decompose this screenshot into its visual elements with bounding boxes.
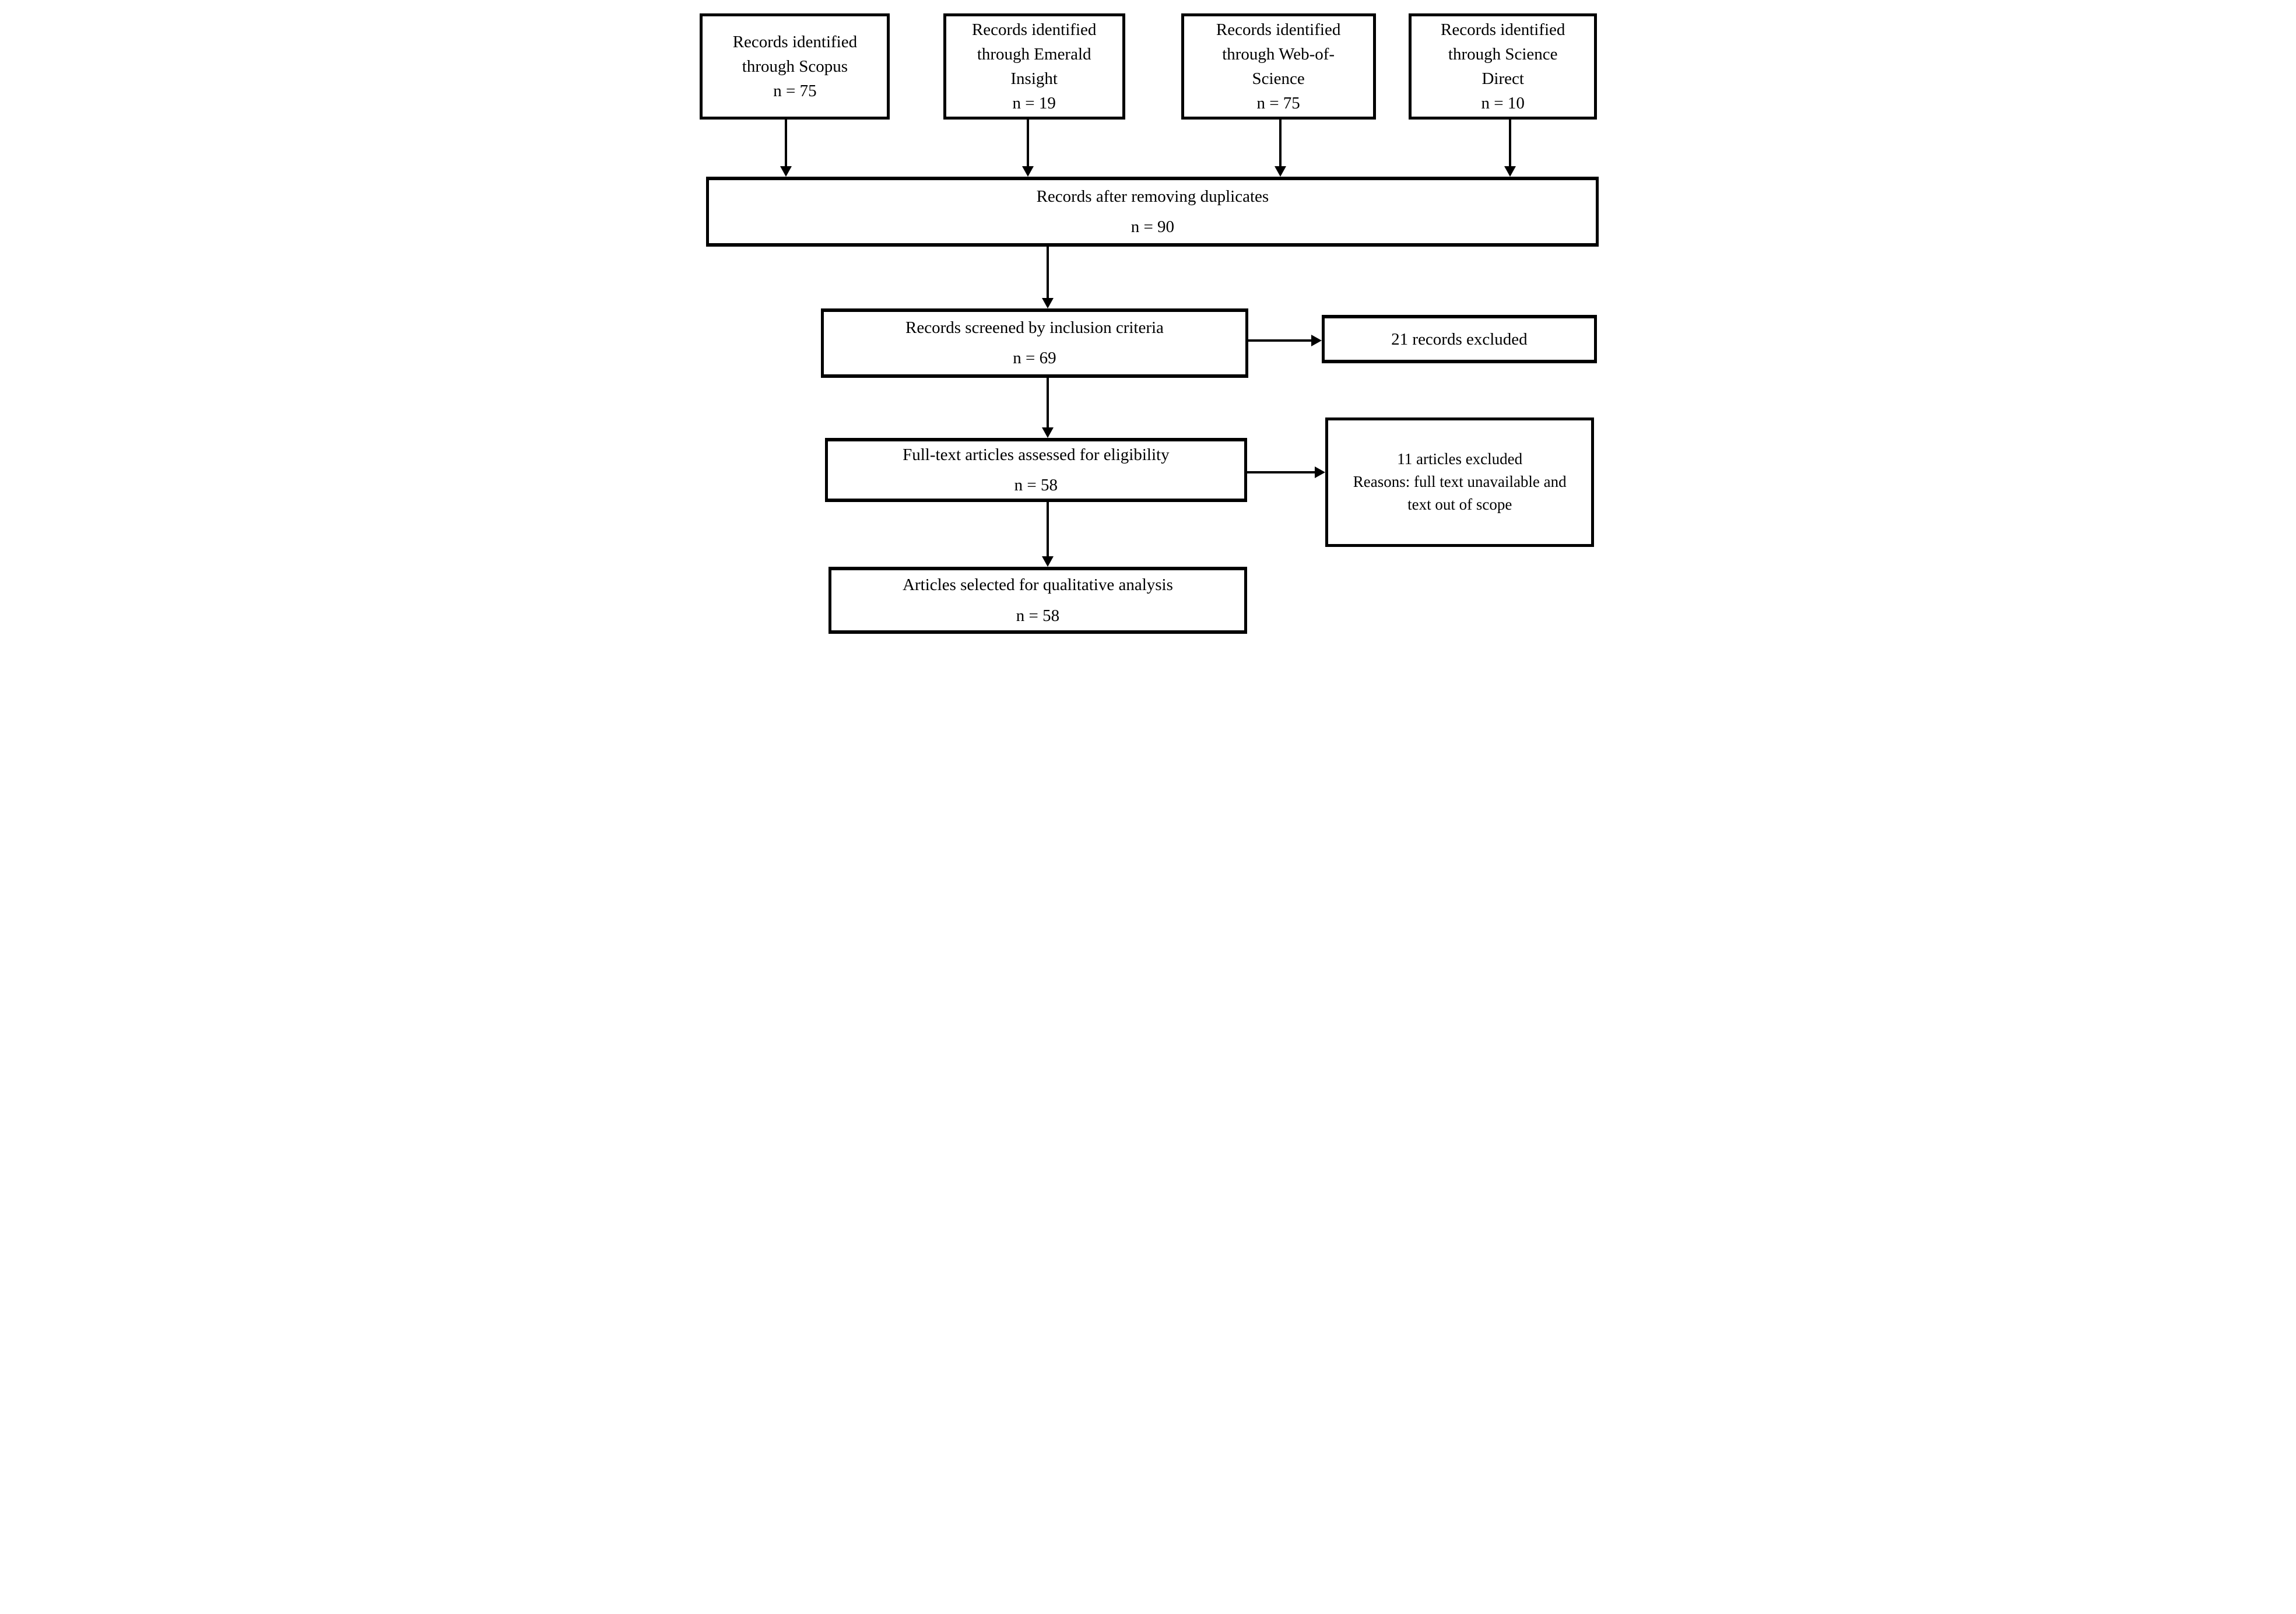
- box-count: n = 75: [1256, 94, 1300, 113]
- prisma-flow-diagram: Records identified through Scopus n = 75…: [689, 0, 1607, 645]
- box-label: Records identified through Emerald Insig…: [971, 20, 1097, 88]
- box-records-science-direct: Records identified through Science Direc…: [1409, 13, 1598, 120]
- box-label: Records identified through Scopus: [732, 32, 858, 76]
- box-fulltext-assessed: Full-text articles assessed for eligibil…: [824, 437, 1248, 503]
- box-label: Articles selected for qualitative analys…: [903, 576, 1173, 595]
- box-label: Full-text articles assessed for eligibil…: [903, 445, 1170, 464]
- box-articles-excluded: 11 articles excluded Reasons: full text …: [1325, 417, 1595, 547]
- box-label: Records identified through Web-of- Scien…: [1216, 20, 1341, 88]
- box-records-web-of-science: Records identified through Web-of- Scien…: [1181, 13, 1376, 120]
- box-count: n = 69: [1013, 349, 1056, 368]
- box-count: n = 10: [1481, 94, 1525, 113]
- box-articles-selected-qualitative: Articles selected for qualitative analys…: [828, 566, 1248, 634]
- box-count: n = 90: [1131, 217, 1175, 237]
- box-label: 21 records excluded: [1391, 329, 1528, 349]
- box-label: Records identified through Science Direc…: [1441, 20, 1565, 88]
- box-records-after-removing-duplicates: Records after removing duplicates n = 90: [706, 177, 1599, 247]
- box-count: n = 58: [1016, 606, 1060, 625]
- box-label: Records after removing duplicates: [1036, 187, 1269, 206]
- box-records-scopus: Records identified through Scopus n = 75: [700, 13, 890, 120]
- box-records-screened: Records screened by inclusion criteria n…: [821, 308, 1248, 378]
- box-label: 11 articles excluded Reasons: full text …: [1353, 450, 1567, 514]
- box-label: Records screened by inclusion criteria: [905, 318, 1164, 338]
- box-records-emerald-insight: Records identified through Emerald Insig…: [943, 13, 1125, 120]
- box-records-excluded: 21 records excluded: [1321, 315, 1598, 364]
- box-count: n = 75: [773, 82, 817, 101]
- box-count: n = 58: [1014, 475, 1058, 494]
- box-count: n = 19: [1012, 94, 1056, 113]
